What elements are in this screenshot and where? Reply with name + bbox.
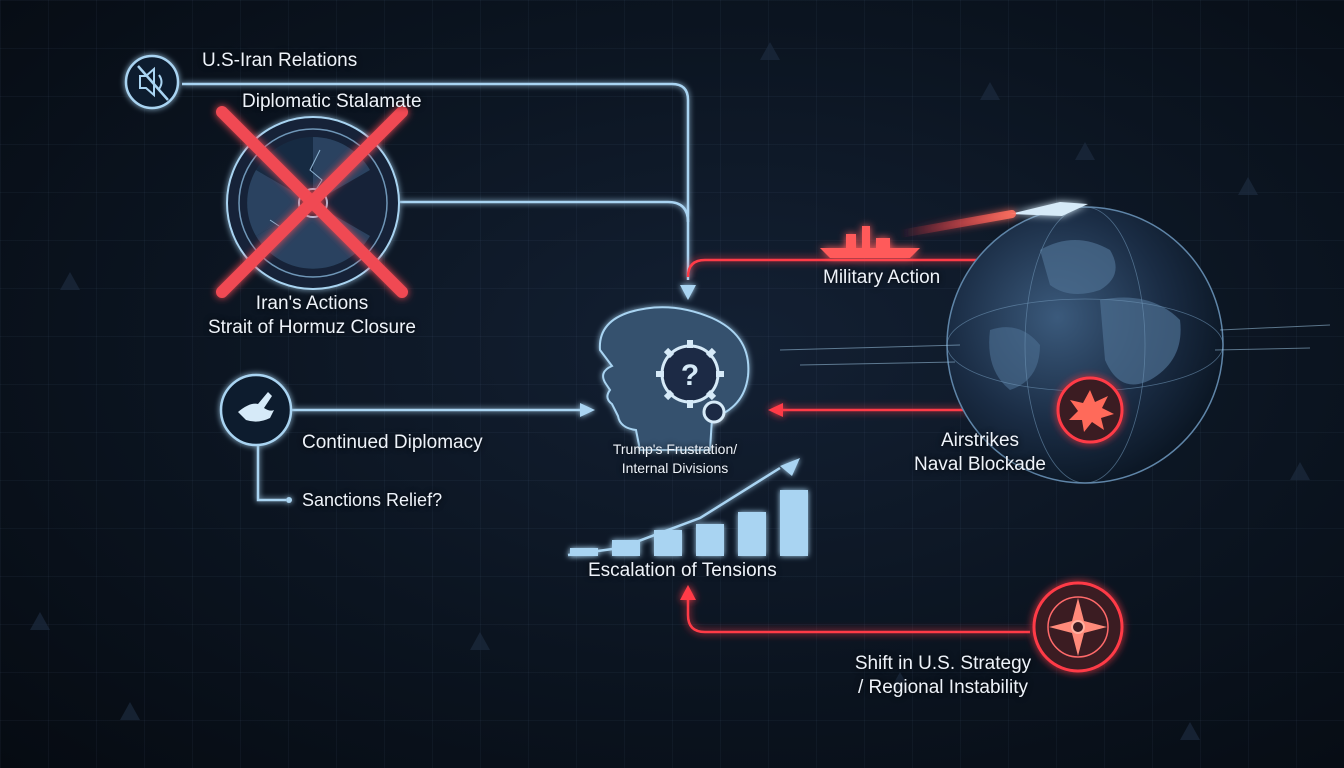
center-line1: Trump's Frustration/ (612, 441, 738, 457)
center-label: Trump's Frustration/ Internal Divisions (590, 440, 760, 478)
compass-icon (1032, 581, 1124, 673)
iran-actions-line2: Strait of Hormuz Closure (207, 317, 416, 338)
shift-line2: / Regional Instability (857, 677, 1029, 698)
globe-icon (779, 206, 1331, 484)
rising-bar-chart-icon (570, 490, 808, 556)
relations-label: U.S-Iran Relations (202, 50, 358, 71)
sanctions-label: Sanctions Relief? (302, 490, 443, 510)
airstrikes-line1: Airstrikes (940, 430, 1020, 451)
background-triangles (30, 42, 1310, 740)
stalemate-label: Diplomatic Stalamate (242, 91, 422, 112)
shift-label: Shift in U.S. Strategy / Regional Instab… (828, 652, 1058, 700)
muted-speaker-icon (124, 54, 180, 110)
center-line2: Internal Divisions (621, 460, 729, 476)
diplomacy-label: Continued Diplomacy (302, 432, 483, 453)
iran-actions-label: Iran's Actions Strait of Hormuz Closure (192, 292, 432, 340)
red-cross-icon (216, 106, 408, 298)
warship-missile-icon (820, 202, 1088, 258)
escalation-label: Escalation of Tensions (588, 560, 777, 581)
shift-line1: Shift in U.S. Strategy (854, 653, 1032, 674)
military-label: Military Action (823, 267, 941, 288)
airstrikes-label: Airstrikes Naval Blockade (880, 429, 1080, 477)
head-with-gears-icon: ? (598, 306, 750, 451)
iran-actions-line1: Iran's Actions (255, 293, 369, 314)
explosion-icon (1056, 376, 1124, 444)
svg-text:?: ? (681, 359, 699, 392)
dove-icon (219, 373, 293, 447)
airstrikes-line2: Naval Blockade (913, 454, 1047, 475)
